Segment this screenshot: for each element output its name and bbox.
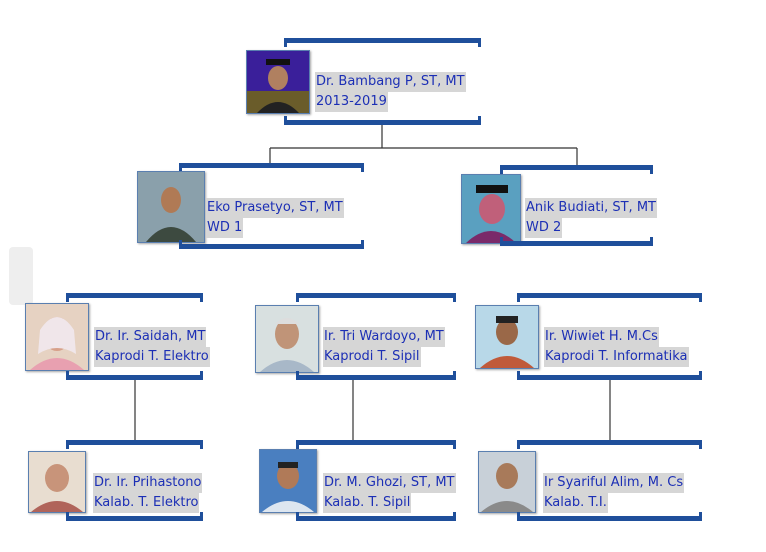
person-name: Dr. M. Ghozi, ST, MT bbox=[323, 473, 456, 493]
node-top-bar bbox=[517, 293, 702, 302]
person-role: Kalab. T. Elektro bbox=[93, 493, 200, 513]
portrait-photo bbox=[137, 171, 205, 243]
person-role: WD 1 bbox=[206, 218, 244, 238]
node-bottom-bar bbox=[284, 116, 481, 125]
portrait-photo bbox=[478, 451, 536, 513]
person-name: Ir Syariful Alim, M. Cs bbox=[543, 473, 685, 493]
node-label: Dr. Bambang P, ST, MT 2013-2019 bbox=[315, 72, 466, 112]
portrait-photo bbox=[259, 449, 317, 513]
person-role: WD 2 bbox=[525, 218, 563, 238]
node-top-bar bbox=[66, 440, 203, 449]
node-bottom-bar bbox=[296, 512, 456, 521]
person-name: Ir. Wiwiet H. M.Cs bbox=[544, 327, 659, 347]
node-top-bar bbox=[500, 165, 653, 174]
node-label: Anik Budiati, ST, MT WD 2 bbox=[525, 198, 657, 238]
person-name: Anik Budiati, ST, MT bbox=[525, 198, 657, 218]
person-role: Kaprodi T. Informatika bbox=[544, 347, 689, 367]
node-top-bar bbox=[517, 440, 702, 449]
portrait-photo bbox=[28, 451, 86, 513]
node-top-bar bbox=[296, 440, 456, 449]
node-bottom-bar bbox=[179, 240, 364, 249]
person-role: 2013-2019 bbox=[315, 92, 388, 112]
node-bottom-bar bbox=[296, 371, 456, 380]
person-role: Kaprodi T. Sipil bbox=[323, 347, 421, 367]
node-label: Dr. Ir. Prihastono Kalab. T. Elektro bbox=[93, 473, 203, 513]
node-label: Ir. Tri Wardoyo, MT Kaprodi T. Sipil bbox=[323, 327, 445, 367]
node-top-bar bbox=[296, 293, 456, 302]
side-scroll-tab[interactable] bbox=[9, 247, 33, 305]
node-top-bar bbox=[179, 163, 364, 172]
person-role: Kaprodi T. Elektro bbox=[94, 347, 210, 367]
person-name: Eko Prasetyo, ST, MT bbox=[206, 198, 344, 218]
portrait-photo bbox=[475, 305, 539, 369]
person-name: Ir. Tri Wardoyo, MT bbox=[323, 327, 445, 347]
person-role: Kalab. T.I. bbox=[543, 493, 608, 513]
portrait-photo bbox=[25, 303, 89, 371]
portrait-photo bbox=[255, 305, 319, 373]
node-bottom-bar bbox=[66, 512, 203, 521]
node-bottom-bar bbox=[66, 371, 203, 380]
person-name: Dr. Bambang P, ST, MT bbox=[315, 72, 466, 92]
person-name: Dr. Ir. Saidah, MT bbox=[94, 327, 207, 347]
person-name: Dr. Ir. Prihastono bbox=[93, 473, 203, 493]
node-label: Dr. M. Ghozi, ST, MT Kalab. T. Sipil bbox=[323, 473, 456, 513]
node-top-bar bbox=[66, 293, 203, 302]
node-label: Ir. Wiwiet H. M.Cs Kaprodi T. Informatik… bbox=[544, 327, 689, 367]
person-role: Kalab. T. Sipil bbox=[323, 493, 412, 513]
node-bottom-bar bbox=[517, 512, 702, 521]
node-label: Dr. Ir. Saidah, MT Kaprodi T. Elektro bbox=[94, 327, 210, 367]
portrait-photo bbox=[246, 50, 310, 114]
node-bottom-bar bbox=[500, 237, 653, 246]
node-label: Eko Prasetyo, ST, MT WD 1 bbox=[206, 198, 344, 238]
node-top-bar bbox=[284, 38, 481, 47]
node-bottom-bar bbox=[517, 371, 702, 380]
node-label: Ir Syariful Alim, M. Cs Kalab. T.I. bbox=[543, 473, 685, 513]
portrait-photo bbox=[461, 174, 521, 244]
